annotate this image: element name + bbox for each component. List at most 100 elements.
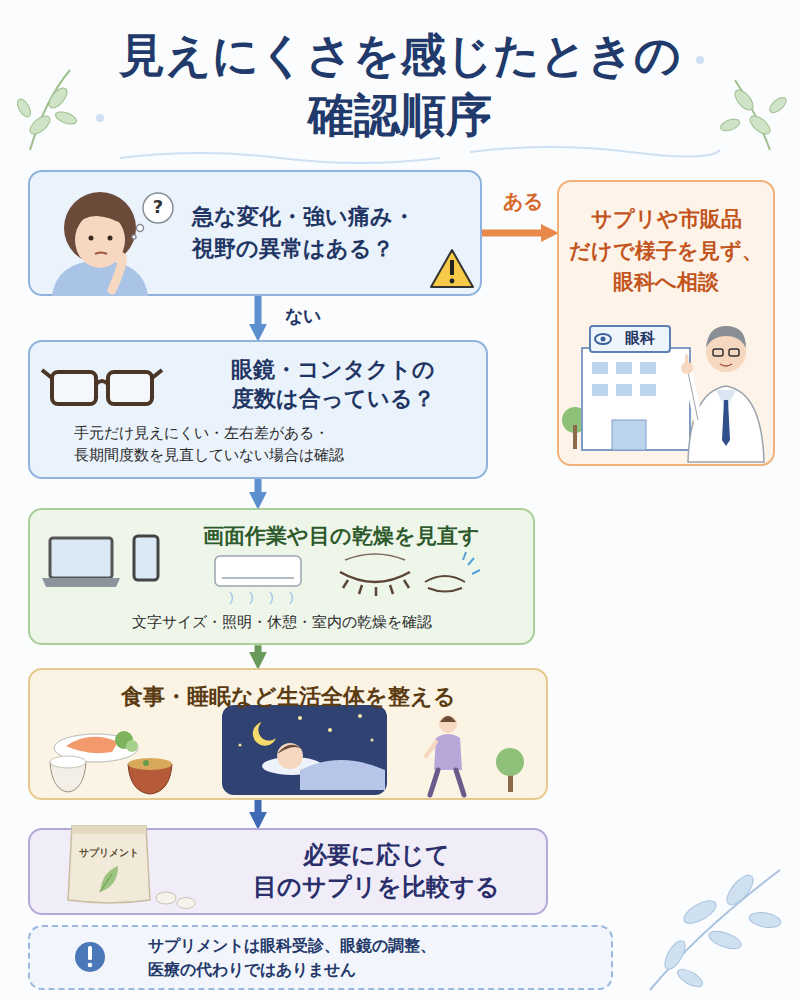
title-wave bbox=[120, 153, 440, 163]
flow-arrow bbox=[255, 800, 262, 828]
edge-label: ある bbox=[500, 188, 546, 215]
sleeping-person bbox=[239, 744, 242, 747]
supplement-pouch bbox=[100, 866, 118, 892]
title-wave bbox=[696, 56, 704, 64]
note-box: サプリメントは眼科受診、眼鏡の調整、 医療の代わりではありません bbox=[28, 925, 613, 990]
sleeping-person bbox=[300, 760, 385, 790]
leaf-decoration bbox=[54, 110, 78, 127]
hospital bbox=[562, 326, 690, 450]
leaf-decoration bbox=[722, 871, 757, 909]
tree bbox=[496, 748, 524, 776]
hospital bbox=[595, 334, 611, 344]
woman-thinking bbox=[95, 253, 107, 255]
laptop bbox=[42, 578, 120, 587]
supplement-pouch bbox=[100, 874, 112, 892]
closed-eye bbox=[340, 554, 410, 596]
hospital bbox=[640, 362, 656, 374]
woman-thinking bbox=[112, 262, 122, 290]
leaf-decoration bbox=[46, 85, 71, 111]
caution-icon bbox=[75, 942, 105, 972]
dry-eye bbox=[425, 576, 465, 582]
leaf-decoration bbox=[719, 117, 741, 133]
leaf-decoration bbox=[650, 870, 782, 990]
leaf-decoration bbox=[680, 896, 719, 928]
doctor bbox=[722, 400, 730, 446]
hospital bbox=[616, 362, 632, 374]
step-box: 画面作業や目の乾燥を見直す文字サイズ・照明・休憩・室内の乾燥を確認 bbox=[28, 508, 535, 645]
meal bbox=[50, 762, 86, 792]
package-text: サプリメント bbox=[72, 846, 146, 860]
hospital bbox=[616, 384, 632, 396]
laptop bbox=[42, 538, 120, 587]
woman-thinking bbox=[108, 236, 113, 241]
thought-bubble bbox=[137, 225, 144, 232]
step-detail: 文字サイズ・照明・休憩・室内の乾燥を確認 bbox=[44, 612, 519, 633]
leaf-decoration bbox=[650, 870, 780, 990]
title: 見えにくさを感じたときの 確認順序 bbox=[105, 26, 695, 146]
tree bbox=[508, 770, 513, 792]
warning-triangle bbox=[431, 250, 473, 287]
smartphone bbox=[134, 536, 158, 580]
caution-icon bbox=[88, 963, 93, 968]
hospital bbox=[601, 337, 606, 342]
leaf-decoration bbox=[748, 910, 782, 929]
sleeping-person bbox=[239, 714, 374, 747]
hospital bbox=[592, 384, 608, 396]
sleeping-person bbox=[277, 745, 303, 754]
doctor bbox=[706, 326, 746, 348]
glasses bbox=[42, 370, 162, 404]
walking-person bbox=[434, 734, 462, 770]
supplement-pouch bbox=[72, 826, 146, 834]
meal bbox=[126, 740, 138, 752]
leaf-decoration bbox=[735, 80, 770, 150]
step-box: 食事・睡眠など生活全体を整える bbox=[28, 668, 548, 800]
doctor bbox=[685, 354, 689, 366]
sleeping-person bbox=[358, 714, 362, 718]
hospital bbox=[592, 362, 656, 396]
edge-label: ない bbox=[282, 304, 324, 328]
glasses bbox=[42, 370, 52, 378]
supplement-pouch bbox=[68, 826, 195, 909]
step-heading: サプリや市販品 だけで様子を見ず、 眼科へ相談 bbox=[567, 204, 765, 299]
woman-thinking bbox=[115, 252, 127, 264]
hospital bbox=[562, 407, 588, 433]
woman-thinking bbox=[74, 204, 126, 228]
sleeping-person bbox=[298, 716, 302, 720]
meal bbox=[54, 734, 138, 762]
meal bbox=[50, 731, 172, 794]
supplement-pouch bbox=[156, 892, 176, 904]
warning-triangle bbox=[431, 250, 473, 287]
walking-person bbox=[439, 715, 457, 733]
step-heading: 眼鏡・コンタクトの 度数は合っている？ bbox=[194, 356, 472, 413]
leaf-decoration bbox=[15, 97, 34, 119]
meal bbox=[128, 758, 172, 770]
supplement-pouch bbox=[177, 898, 195, 909]
closed-eye bbox=[340, 572, 410, 582]
walking-person bbox=[426, 715, 464, 795]
doctor bbox=[716, 390, 736, 410]
woman-thinking bbox=[75, 212, 125, 268]
step-box: 眼鏡・コンタクトの 度数は合っている？ 手元だけ見えにくい・左右差がある・ 長期間… bbox=[28, 340, 488, 479]
step-heading: 食事・睡眠など生活全体を整える bbox=[44, 682, 532, 712]
title-wave bbox=[470, 147, 720, 157]
woman-thinking bbox=[52, 260, 148, 296]
alert-box: サプリや市販品 だけで様子を見ず、 眼科へ相談 bbox=[557, 180, 775, 466]
woman-thinking bbox=[64, 192, 136, 264]
leaf-decoration bbox=[675, 966, 705, 990]
sleeping-person bbox=[328, 728, 332, 732]
step-detail: 手元だけ見えにくい・左右差がある・ 長期間度数を見直していない場合は確認 bbox=[74, 423, 472, 467]
thought-bubble bbox=[132, 235, 136, 239]
step-heading: 必要に応じて 目のサプリを比較する bbox=[220, 840, 532, 902]
meal bbox=[128, 764, 172, 794]
title-wave bbox=[96, 114, 104, 122]
dry-eye bbox=[425, 552, 480, 592]
doctor bbox=[688, 386, 764, 462]
air-conditioner bbox=[230, 592, 293, 604]
air-conditioner bbox=[222, 577, 294, 579]
leaf-decoration bbox=[707, 928, 744, 953]
laptop bbox=[50, 538, 112, 578]
leaf-decoration bbox=[767, 95, 789, 116]
warning-triangle bbox=[450, 260, 454, 275]
sleeping-person bbox=[253, 722, 276, 746]
question-mark: ? bbox=[144, 196, 172, 217]
